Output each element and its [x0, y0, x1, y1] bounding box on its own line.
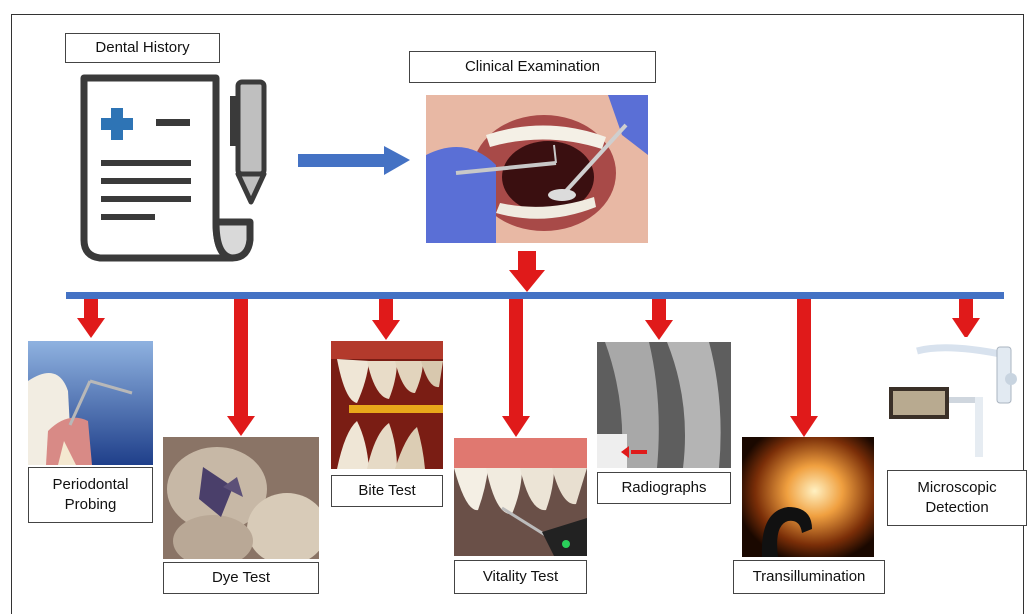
red-arrow-exam-down [509, 251, 545, 292]
branch-arrow-probing [77, 299, 105, 338]
label-microscopic-detection: Microscopic Detection [887, 470, 1027, 526]
blue-arrow-right [298, 146, 410, 175]
label-radiographs: Radiographs [597, 472, 731, 504]
pen-icon [230, 82, 264, 202]
label-dye-test: Dye Test [163, 562, 319, 594]
radiograph-photo [597, 342, 731, 468]
branch-arrow-microscopic [952, 299, 980, 339]
branch-arrow-vitality [502, 299, 530, 437]
label-clinical-examination: Clinical Examination [409, 51, 656, 83]
label-periodontal-probing: Periodontal Probing [28, 467, 153, 523]
branch-bar [66, 292, 1004, 299]
periodontal-probing-photo [28, 341, 153, 465]
branch-arrow-transillumination [790, 299, 818, 437]
branch-arrow-dye [227, 299, 255, 436]
diagnostic-methods-diagram: Dental History Clinical Examination Peri… [0, 0, 1031, 592]
label-vitality-test: Vitality Test [454, 560, 587, 594]
transillumination-photo [742, 437, 874, 557]
document-icon [84, 78, 250, 258]
clinical-exam-photo [426, 95, 648, 243]
label-bite-test: Bite Test [331, 475, 443, 507]
microscope-photo [887, 337, 1023, 467]
dye-test-photo [163, 437, 319, 559]
branch-arrow-bite [372, 299, 400, 340]
label-dental-history: Dental History [65, 33, 220, 63]
label-transillumination: Transillumination [733, 560, 885, 594]
branch-arrow-radiographs [645, 299, 673, 340]
bite-test-photo [331, 341, 443, 469]
vitality-test-photo [454, 438, 587, 556]
